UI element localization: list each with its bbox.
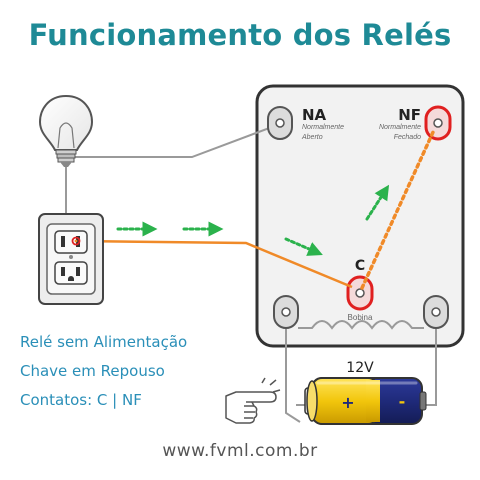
power-outlet-icon [38,213,104,305]
na-description-line1: Normalmente [302,124,344,131]
flow-arrow [284,237,323,256]
common-label: C [355,258,365,274]
nf-label: NF [398,106,421,124]
na-description-line2: Aberto [301,134,323,141]
pointing-hand-icon [225,377,281,424]
flow-arrows [116,184,390,256]
coil-terminal-left [273,295,299,329]
light-bulb-icon [38,94,94,167]
na-label: NA [302,106,327,124]
battery-voltage: 12V [346,360,374,376]
nf-contact [424,105,452,141]
flow-arrow [365,184,390,221]
battery-icon [304,377,427,425]
nf-description-line2: Fechado [394,134,421,141]
status-contacts: Contatos: C | NF [20,391,142,409]
coil-terminal-right [423,295,449,329]
battery-plus: + [341,393,354,412]
coil-winding [298,320,424,330]
relay-housing [255,84,465,348]
footer-url: www.fvml.com.br [162,441,318,461]
status-switch: Chave em Repouso [20,362,165,380]
coil-label: Bobina [348,313,373,322]
nf-description-line1: Normalmente [379,124,421,131]
switch-arm [360,128,436,290]
na-contact [267,106,293,140]
page-title: Funcionamento dos Relés [28,18,452,52]
status-power: Relé sem Alimentação [20,333,188,351]
battery-minus: - [399,392,406,411]
load-wire [75,239,353,289]
common-contact [346,275,374,311]
